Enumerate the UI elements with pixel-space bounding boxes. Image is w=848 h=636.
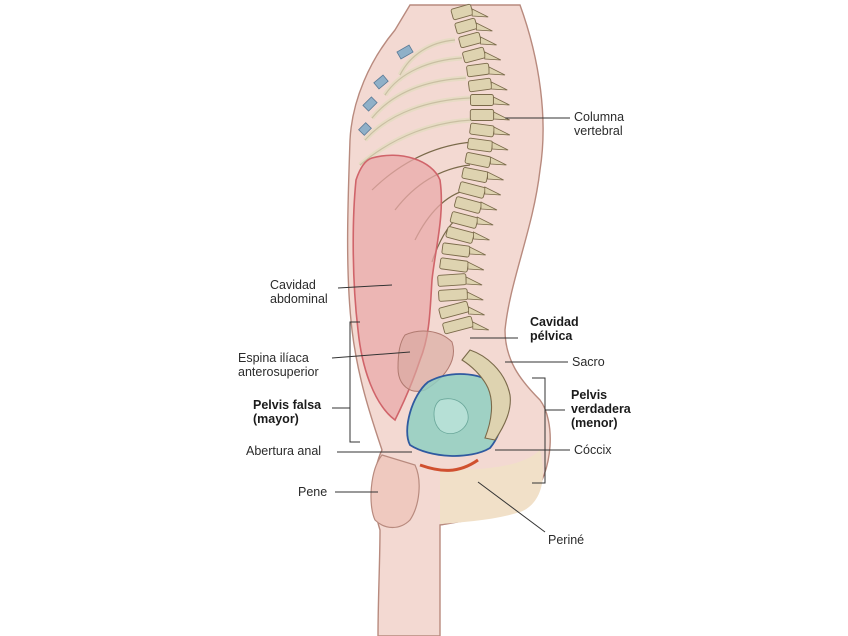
vertebra <box>445 226 475 244</box>
spinous-process <box>480 201 498 211</box>
spinous-process <box>473 231 490 241</box>
spinous-process <box>491 141 509 151</box>
vertebra <box>442 315 474 335</box>
spinous-process <box>466 291 484 301</box>
vertebra <box>467 77 493 93</box>
bracket-pelvis-verdadera <box>532 377 546 484</box>
spinous-process <box>493 126 511 136</box>
spinous-process <box>493 96 510 106</box>
label-cavidad-pelvica: Cavidad pélvica <box>530 315 579 343</box>
perineum-line <box>419 458 479 472</box>
spinous-process <box>471 8 489 18</box>
label-sacro: Sacro <box>572 355 605 369</box>
label-pelvis-verdadera: Pelvis verdadera (menor) <box>571 388 631 430</box>
spinous-process <box>490 156 507 166</box>
vertebra <box>437 273 467 287</box>
label-coccix: Cóccix <box>574 443 612 457</box>
label-perine: Periné <box>548 533 585 547</box>
label-pelvis-falsa: Pelvis falsa (mayor) <box>253 398 322 426</box>
vertebra <box>454 196 482 214</box>
label-pene: Pene <box>298 485 328 499</box>
thigh-region <box>440 450 544 524</box>
spinous-process <box>490 81 508 91</box>
spinous-process <box>465 276 483 286</box>
spinous-process <box>480 36 497 46</box>
bladder <box>433 398 469 434</box>
rib-cage-fill <box>358 37 473 167</box>
spinous-process <box>487 171 504 181</box>
spinous-process <box>469 246 486 256</box>
costal-cartilage <box>358 44 414 136</box>
vertebra <box>438 288 469 302</box>
vertebra <box>470 94 494 106</box>
spinous-process <box>476 22 493 32</box>
vertebral-column <box>437 3 511 335</box>
spinous-process <box>467 261 485 271</box>
leader-lines <box>331 117 570 533</box>
vertebra <box>458 181 486 199</box>
spinous-process <box>468 306 485 316</box>
spinous-process <box>484 186 501 196</box>
label-espina-iliaca: Espina ilíaca anterosuperior <box>238 351 319 379</box>
sacrum <box>461 349 511 441</box>
vertebra <box>466 62 490 78</box>
label-columna-vertebral: Columna vertebral <box>574 110 625 138</box>
leader-cavidad-abdominal <box>337 284 393 289</box>
leader-espina <box>331 351 411 359</box>
label-cavidad-abdominal: Cavidad abdominal <box>270 278 328 306</box>
penis <box>370 454 420 529</box>
bracket-pelvis-falsa <box>349 321 360 443</box>
label-abertura-anal: Abertura anal <box>246 444 322 458</box>
spinous-process <box>484 51 501 61</box>
vertebra <box>469 109 495 121</box>
spinous-process <box>472 321 489 331</box>
spinous-process <box>488 66 506 76</box>
spinous-process <box>476 216 494 226</box>
leader-perine <box>477 481 546 533</box>
vertebra <box>438 300 470 320</box>
